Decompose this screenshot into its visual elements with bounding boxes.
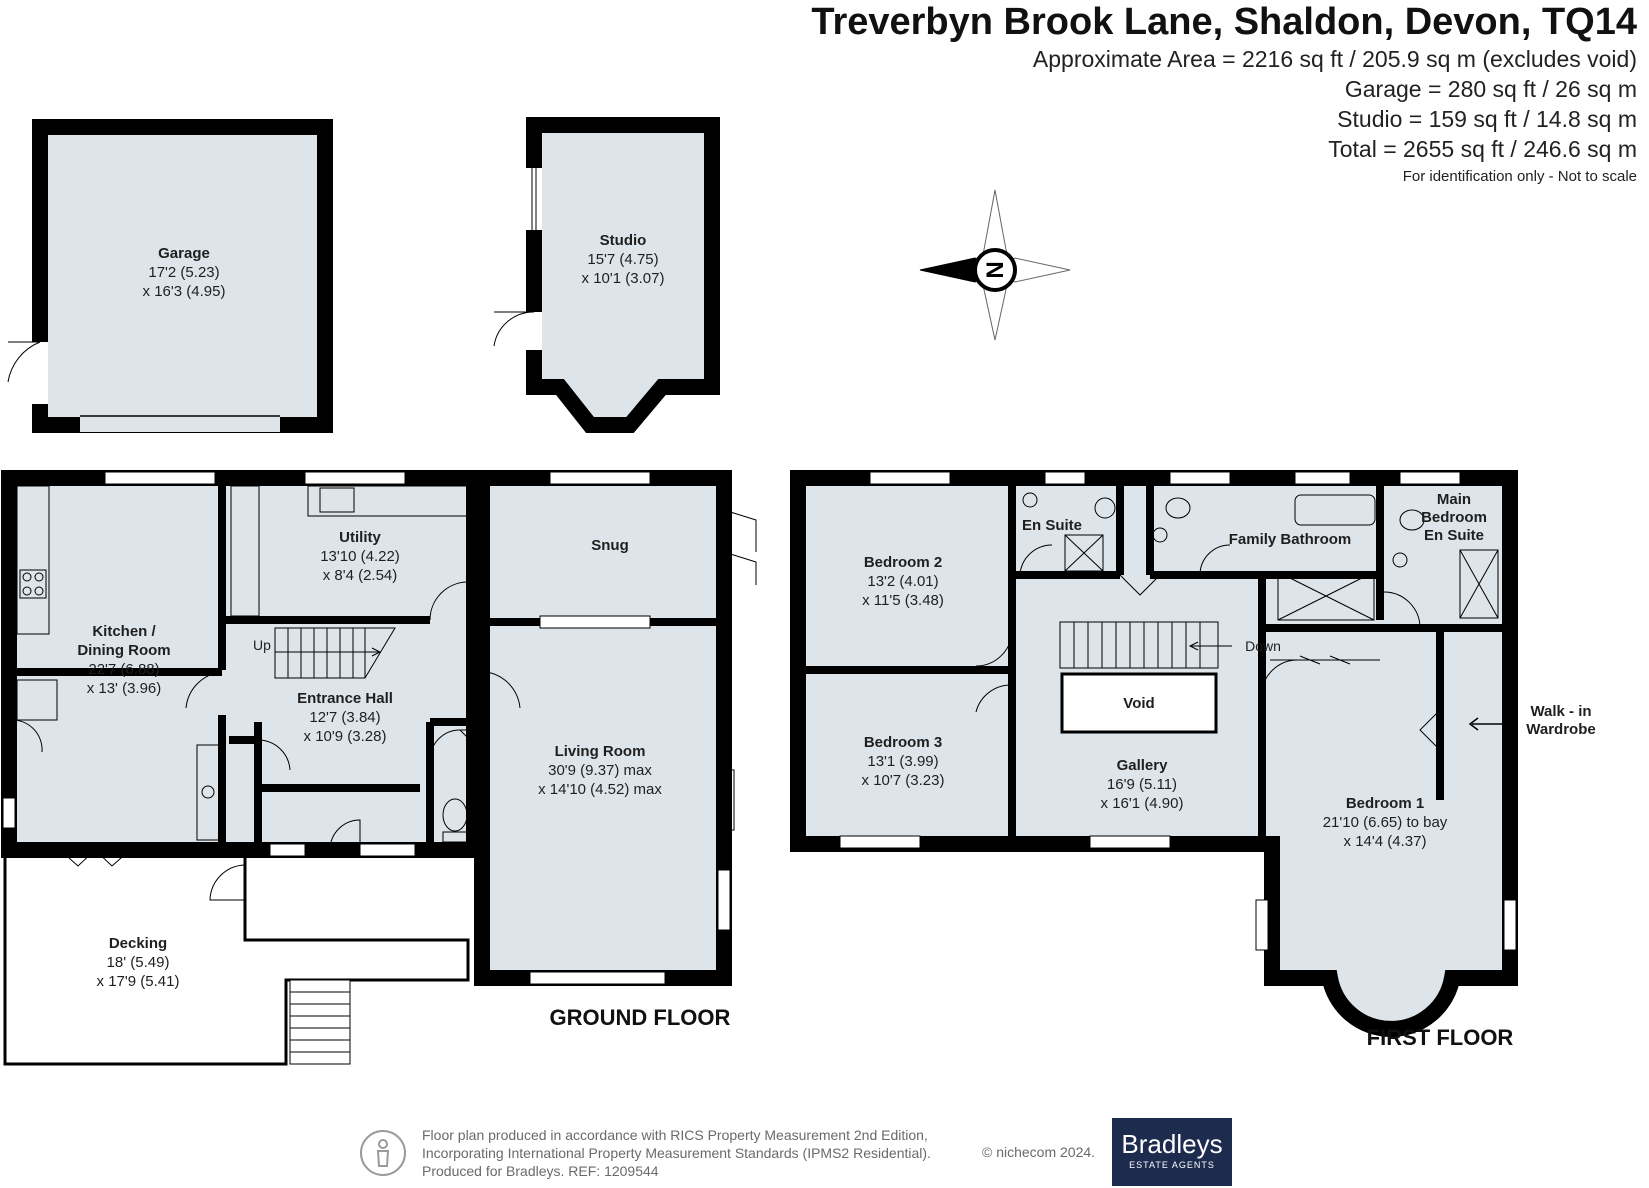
bedroom1-name: Bedroom 1 <box>1346 795 1424 812</box>
kitchen-name-line2: Dining Room <box>77 642 170 659</box>
footer-line1: Floor plan produced in accordance with R… <box>422 1127 928 1143</box>
copyright: © nichecom 2024. <box>982 1144 1096 1160</box>
first-floor-label: FIRST FLOOR <box>1367 1025 1514 1050</box>
gallery-name: Gallery <box>1117 757 1169 774</box>
walk-in-line1: Walk - in <box>1530 703 1591 720</box>
utility-name: Utility <box>339 529 381 546</box>
void-label: Void <box>1123 695 1154 712</box>
bedroom2-name: Bedroom 2 <box>864 554 942 571</box>
arrow-left-icon <box>1468 717 1510 731</box>
bedroom2-dim2: x 11'5 (3.48) <box>862 592 944 609</box>
kitchen-dim2: x 13' (3.96) <box>87 680 162 697</box>
disclaimer: For identification only - Not to scale <box>1402 168 1637 185</box>
area-total: Total = 2655 sq ft / 246.6 sq m <box>1328 136 1637 162</box>
decking-dim2: x 17'9 (5.41) <box>97 973 180 990</box>
decking-dim1: 18' (5.49) <box>107 954 170 971</box>
main-en-suite-line2: Bedroom <box>1421 509 1487 526</box>
living-room-name: Living Room <box>555 743 646 760</box>
kitchen-dim1: 22'7 (6.88) <box>88 661 159 678</box>
gallery-dim2: x 16'1 (4.90) <box>1101 795 1184 812</box>
bradleys-logo: Bradleys ESTATE AGENTS <box>1112 1118 1232 1186</box>
area-approx: Approximate Area = 2216 sq ft / 205.9 sq… <box>1032 46 1637 72</box>
walk-in-line2: Wardrobe <box>1526 721 1595 738</box>
area-garage: Garage = 280 sq ft / 26 sq m <box>1344 76 1637 102</box>
up-stairs-label: Up <box>253 637 271 653</box>
footer-notes: Floor plan produced in accordance with R… <box>422 1126 931 1180</box>
gallery-dim1: 16'9 (5.11) <box>1107 776 1177 793</box>
main-en-suite-line1: Main <box>1437 491 1471 508</box>
area-studio: Studio = 159 sq ft / 14.8 sq m <box>1337 106 1637 132</box>
family-bathroom-name: Family Bathroom <box>1229 531 1352 548</box>
studio-dim1: 15'7 (4.75) <box>587 251 658 268</box>
bedroom3-dim1: 13'1 (3.99) <box>867 753 938 770</box>
footer-line3: Produced for Bradleys. REF: 1209544 <box>422 1163 659 1179</box>
compass-icon <box>919 189 1071 341</box>
ground-floor <box>1 470 757 1066</box>
garage-dim2: x 16'3 (4.95) <box>143 283 226 300</box>
logo-main-text: Bradleys <box>1121 1129 1223 1159</box>
garage <box>7 119 333 433</box>
garage-name: Garage <box>158 245 210 262</box>
first-floor <box>790 470 1518 1037</box>
footer: Floor plan produced in accordance with R… <box>360 1118 1120 1188</box>
property-title: Treverbyn Brook Lane, Shaldon, Devon, TQ… <box>811 1 1637 43</box>
main-en-suite-line3: En Suite <box>1424 527 1484 544</box>
header: Treverbyn Brook Lane, Shaldon, Devon, TQ… <box>811 0 1637 185</box>
studio-name: Studio <box>600 232 647 249</box>
en-suite-name: En Suite <box>1022 517 1082 534</box>
entrance-hall-dim2: x 10'9 (3.28) <box>304 728 387 745</box>
footer-line2: Incorporating International Property Mea… <box>422 1145 931 1161</box>
compass-north-label: N <box>982 261 1009 278</box>
down-stairs-label: Down <box>1245 638 1281 654</box>
logo-sub-text: ESTATE AGENTS <box>1129 1160 1215 1170</box>
bedroom1-dim1: 21'10 (6.65) to bay <box>1323 814 1448 831</box>
bedroom3-dim2: x 10'7 (3.23) <box>862 772 945 789</box>
utility-dim1: 13'10 (4.22) <box>320 548 400 565</box>
entrance-hall-dim1: 12'7 (3.84) <box>309 709 380 726</box>
studio-dim2: x 10'1 (3.07) <box>582 270 665 287</box>
bedroom3-name: Bedroom 3 <box>864 734 942 751</box>
living-room-dim2: x 14'10 (4.52) max <box>538 781 662 798</box>
bedroom2-dim1: 13'2 (4.01) <box>867 573 938 590</box>
kitchen-name-line1: Kitchen / <box>92 623 156 640</box>
garage-dim1: 17'2 (5.23) <box>148 264 219 281</box>
ground-floor-label: GROUND FLOOR <box>550 1005 731 1030</box>
bedroom1-dim2: x 14'4 (4.37) <box>1344 833 1427 850</box>
snug-name: Snug <box>591 537 629 554</box>
entrance-hall-name: Entrance Hall <box>297 690 393 707</box>
living-room-dim1: 30'9 (9.37) max <box>548 762 652 779</box>
utility-dim2: x 8'4 (2.54) <box>323 567 398 584</box>
studio <box>493 117 720 433</box>
decking-name: Decking <box>109 935 167 952</box>
person-scale-icon <box>360 1130 406 1176</box>
